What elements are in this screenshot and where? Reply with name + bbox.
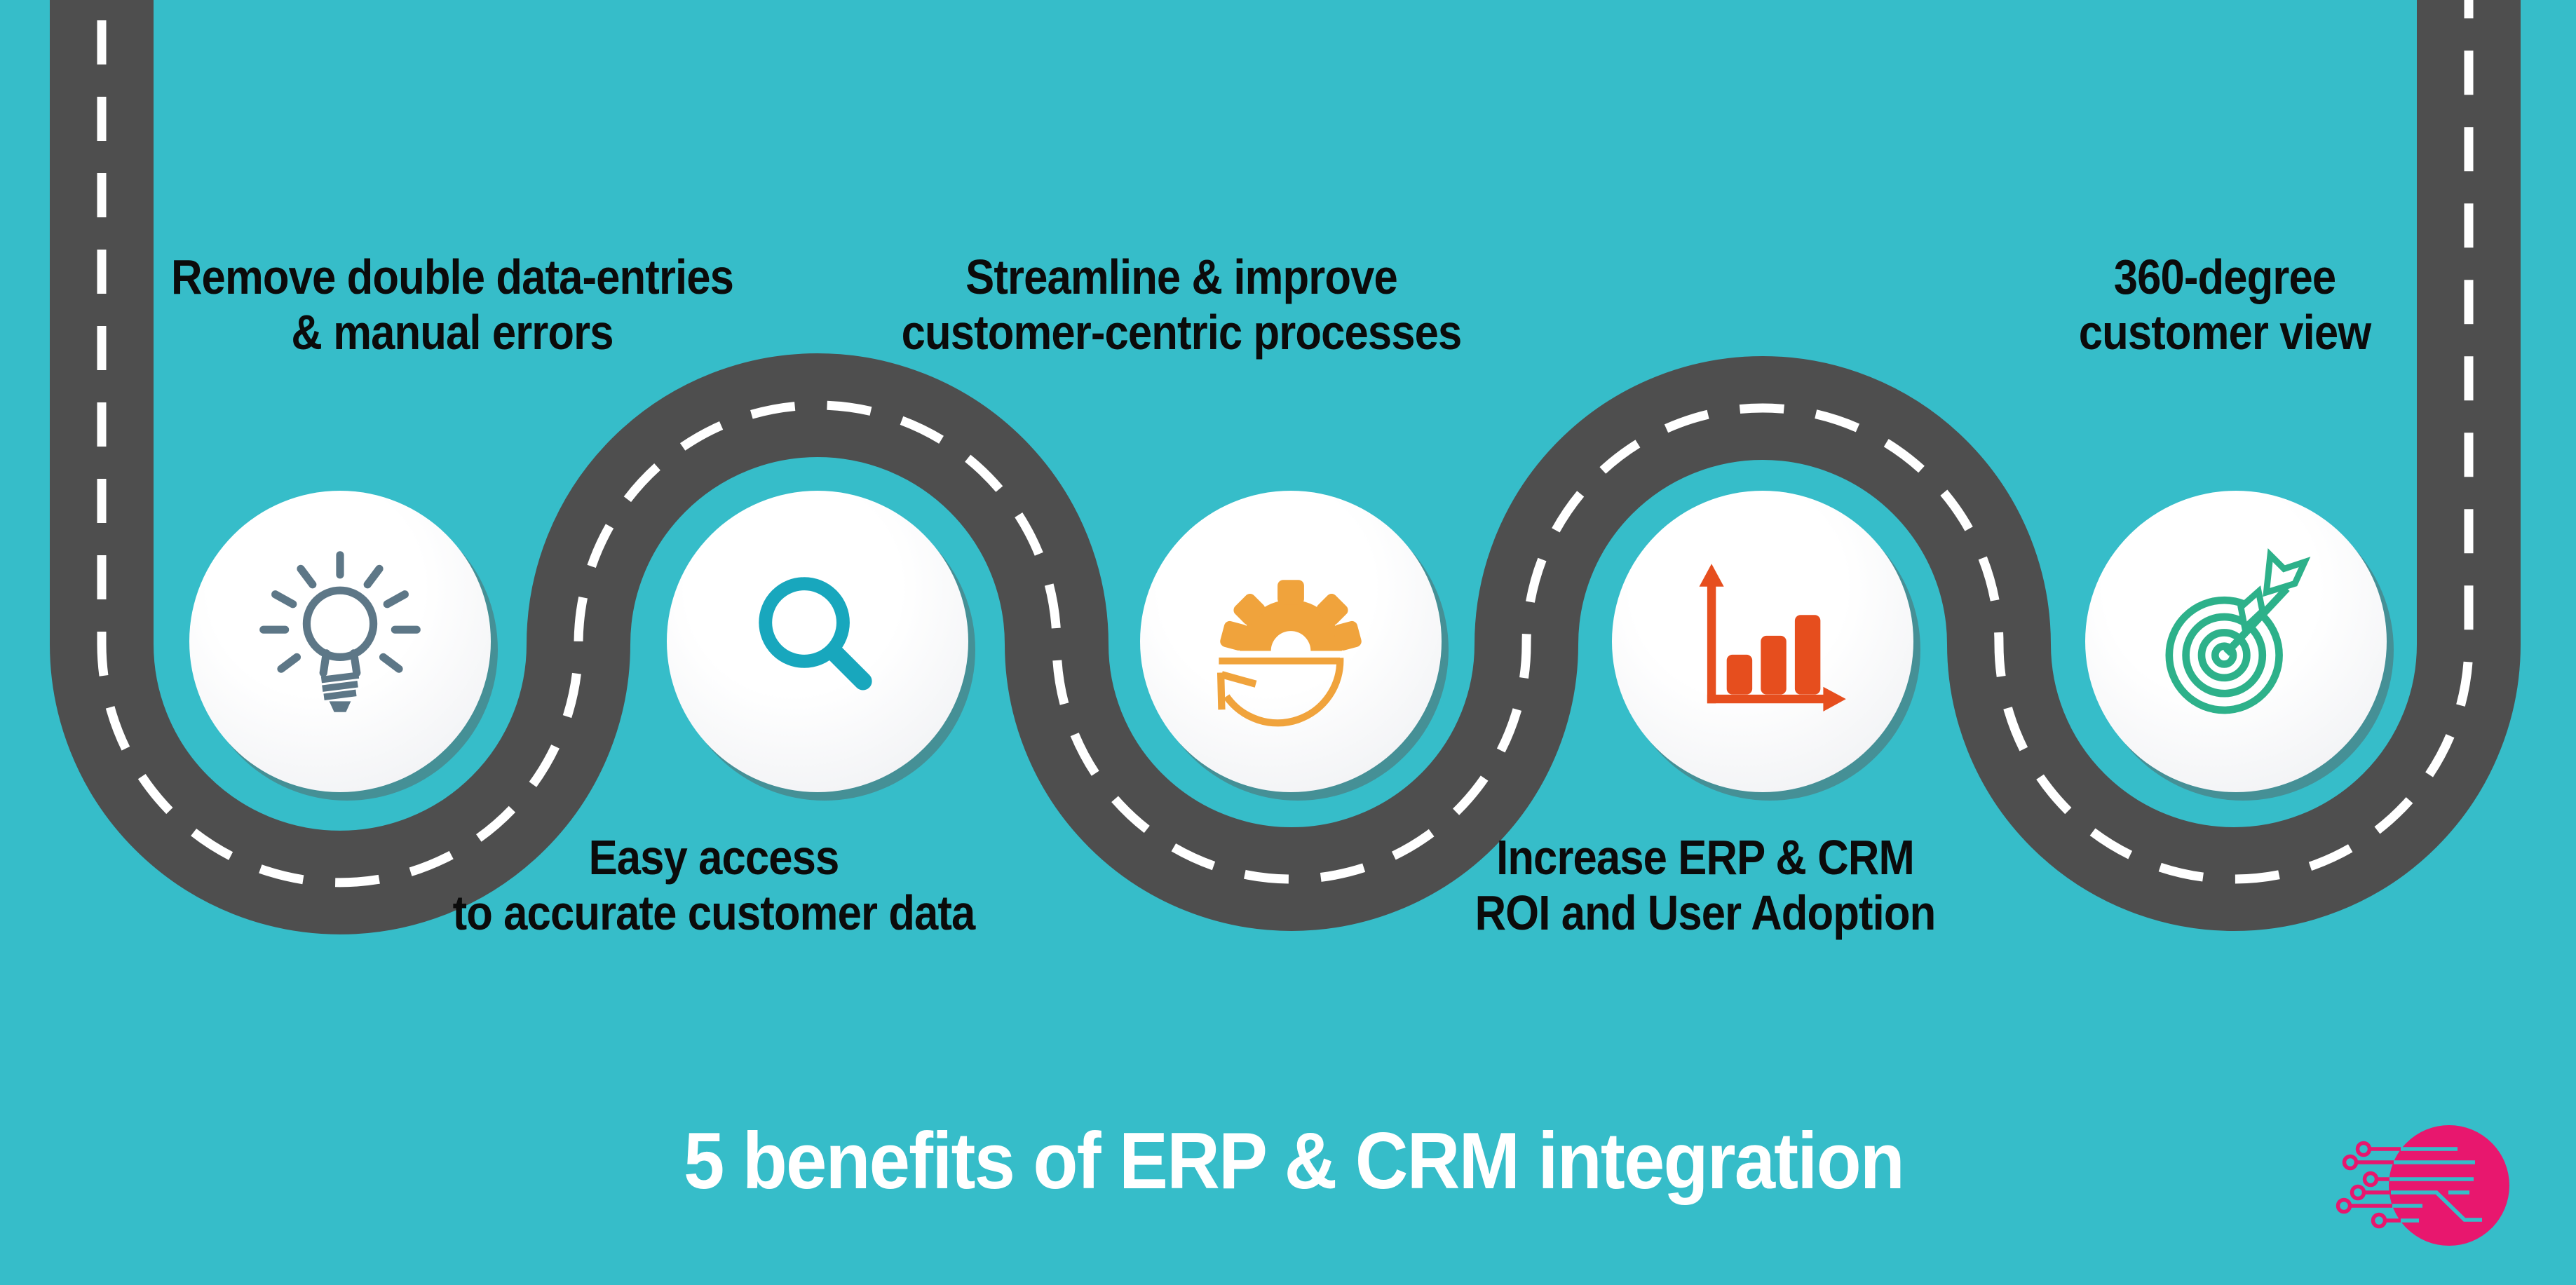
step-circle-idea	[189, 491, 491, 792]
page-title: 5 benefits of ERP & CRM integration	[683, 1117, 1905, 1206]
lightbulb-icon	[259, 551, 421, 712]
step-label-1-line1: Remove double data-entries	[170, 250, 734, 304]
road-center-dashes	[97, 0, 2474, 888]
step-label-1: Remove double data-entries & manual erro…	[113, 250, 792, 360]
step-label-3: Streamline & improve customer-centric pr…	[842, 250, 1521, 360]
step-label-4-line1: Increase ERP & CRM	[1496, 830, 1915, 885]
target-arrow-icon	[2165, 548, 2311, 714]
step-label-5: 360-degree customer view	[1885, 250, 2564, 360]
step-label-4-line2: ROI and User Adoption	[1475, 885, 1937, 940]
step-label-2-line2: to accurate customer data	[452, 885, 976, 940]
magnifying-glass-icon	[759, 577, 872, 691]
logo-teal-traces	[2389, 1147, 2482, 1223]
logo-disc	[2389, 1125, 2509, 1246]
step-circle-search	[667, 491, 968, 792]
circuit-circle-logo	[2336, 1125, 2509, 1246]
step-label-2-line1: Easy access	[588, 830, 840, 885]
step-label-4: Increase ERP & CRM ROI and User Adoption	[1366, 830, 2045, 941]
step-circle-360view	[2085, 491, 2387, 792]
step-label-3-line2: customer-centric processes	[901, 305, 1463, 360]
bar-chart-growth-icon	[1699, 564, 1846, 712]
gear-rotate-icon	[1216, 580, 1362, 727]
lightbulb-base	[329, 701, 351, 712]
step-circle-process	[1140, 491, 1442, 792]
step-label-1-line2: & manual errors	[291, 305, 614, 360]
step-label-2: Easy access to accurate customer data	[374, 830, 1053, 941]
step-label-5-line2: customer view	[2078, 305, 2371, 360]
logo-pink-traces	[2336, 1141, 2401, 1229]
step-label-5-line1: 360-degree	[2113, 250, 2336, 304]
step-circle-roi	[1612, 491, 1913, 792]
step-label-3-line1: Streamline & improve	[965, 250, 1398, 304]
